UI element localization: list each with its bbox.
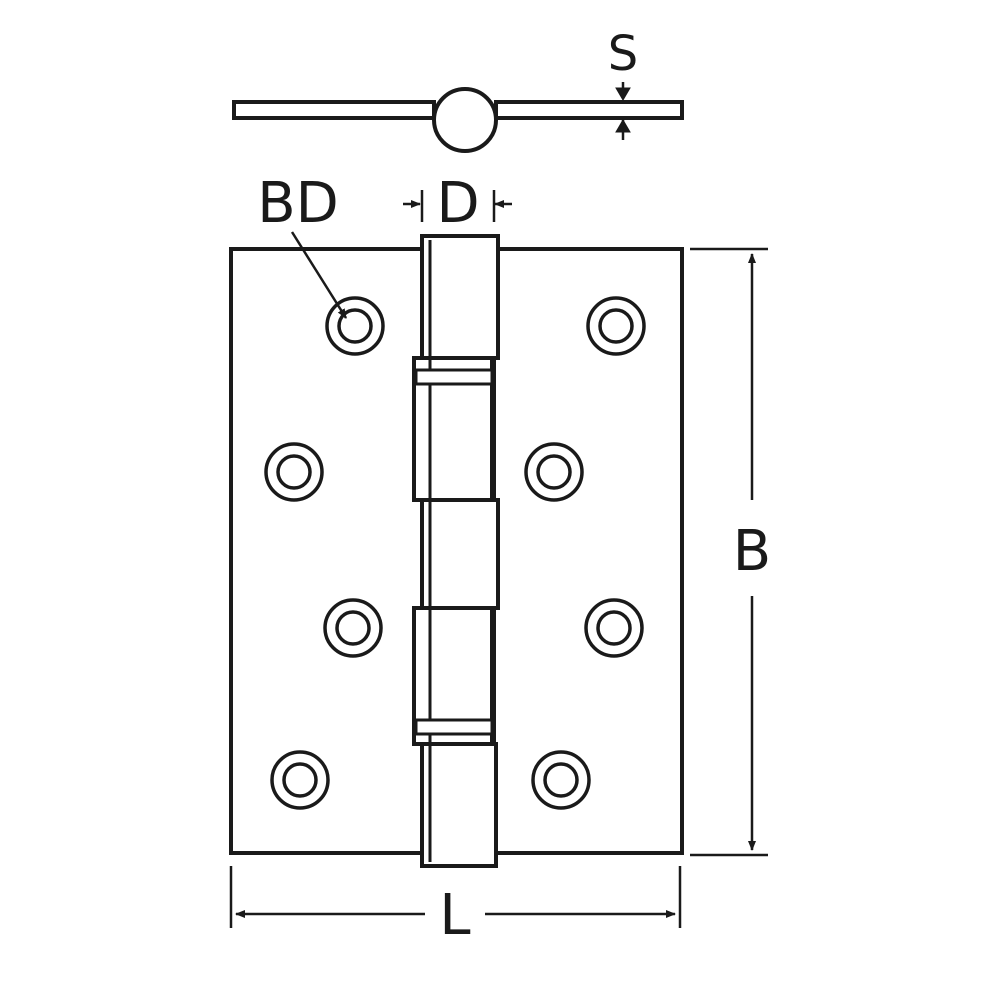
pin-diameter-dimension [403, 190, 512, 222]
washer-2 [414, 718, 494, 736]
top-leaf-right [494, 100, 684, 120]
length-dimension [229, 866, 682, 928]
screw-holes [264, 296, 646, 810]
hole-right-3 [584, 598, 644, 658]
bore-diameter-leader [290, 231, 348, 319]
hole-right-2 [524, 442, 584, 502]
bore-diameter-label: BD [257, 171, 339, 236]
hole-left-3 [323, 598, 383, 658]
left-leaf [229, 247, 429, 855]
front-view [229, 234, 684, 868]
length-label: L [439, 883, 470, 948]
knuckle-segment-5 [420, 742, 498, 868]
height-label: B [733, 519, 771, 584]
height-dimension [690, 247, 768, 857]
hole-right-1 [586, 296, 646, 356]
hole-right-4 [531, 750, 591, 810]
top-knuckle [432, 87, 498, 153]
hole-left-1 [325, 296, 385, 356]
top-leaf-left [232, 100, 436, 120]
hole-left-4 [270, 750, 330, 810]
right-leaf [492, 247, 684, 855]
knuckle-segment-3 [420, 498, 500, 610]
knuckle-segment-1 [420, 234, 500, 360]
hole-left-2 [264, 442, 324, 502]
thickness-dimension [615, 82, 631, 140]
top-view [232, 87, 684, 153]
washer-1 [414, 368, 494, 386]
pin-diameter-label: D [436, 171, 479, 236]
thickness-label: S [608, 26, 638, 82]
